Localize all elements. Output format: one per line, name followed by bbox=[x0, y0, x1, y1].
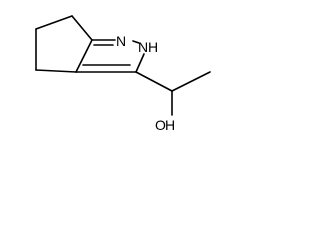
hydroxyl-oxygen-label: O bbox=[155, 117, 166, 133]
bond-n1-n2 bbox=[132, 40, 140, 44]
hydroxyl-hydrogen-label: H bbox=[165, 117, 175, 133]
ring-nh-hydrogen-label: H bbox=[148, 39, 158, 55]
bond-n2-c3 bbox=[135, 53, 145, 73]
bond-ch-ch3 bbox=[171, 71, 211, 92]
bond-c4-c3a bbox=[35, 69, 77, 73]
bond-c3a-c6a bbox=[75, 39, 93, 73]
chemical-structure: N N H O H bbox=[35, 15, 211, 133]
ring-nh-nitrogen-label: N bbox=[138, 39, 148, 55]
bond-c6-c5 bbox=[35, 15, 73, 30]
bond-c6a-c6 bbox=[71, 15, 93, 41]
bond-c3-ch bbox=[135, 71, 173, 92]
ring-nitrogen-label: N bbox=[116, 33, 126, 49]
